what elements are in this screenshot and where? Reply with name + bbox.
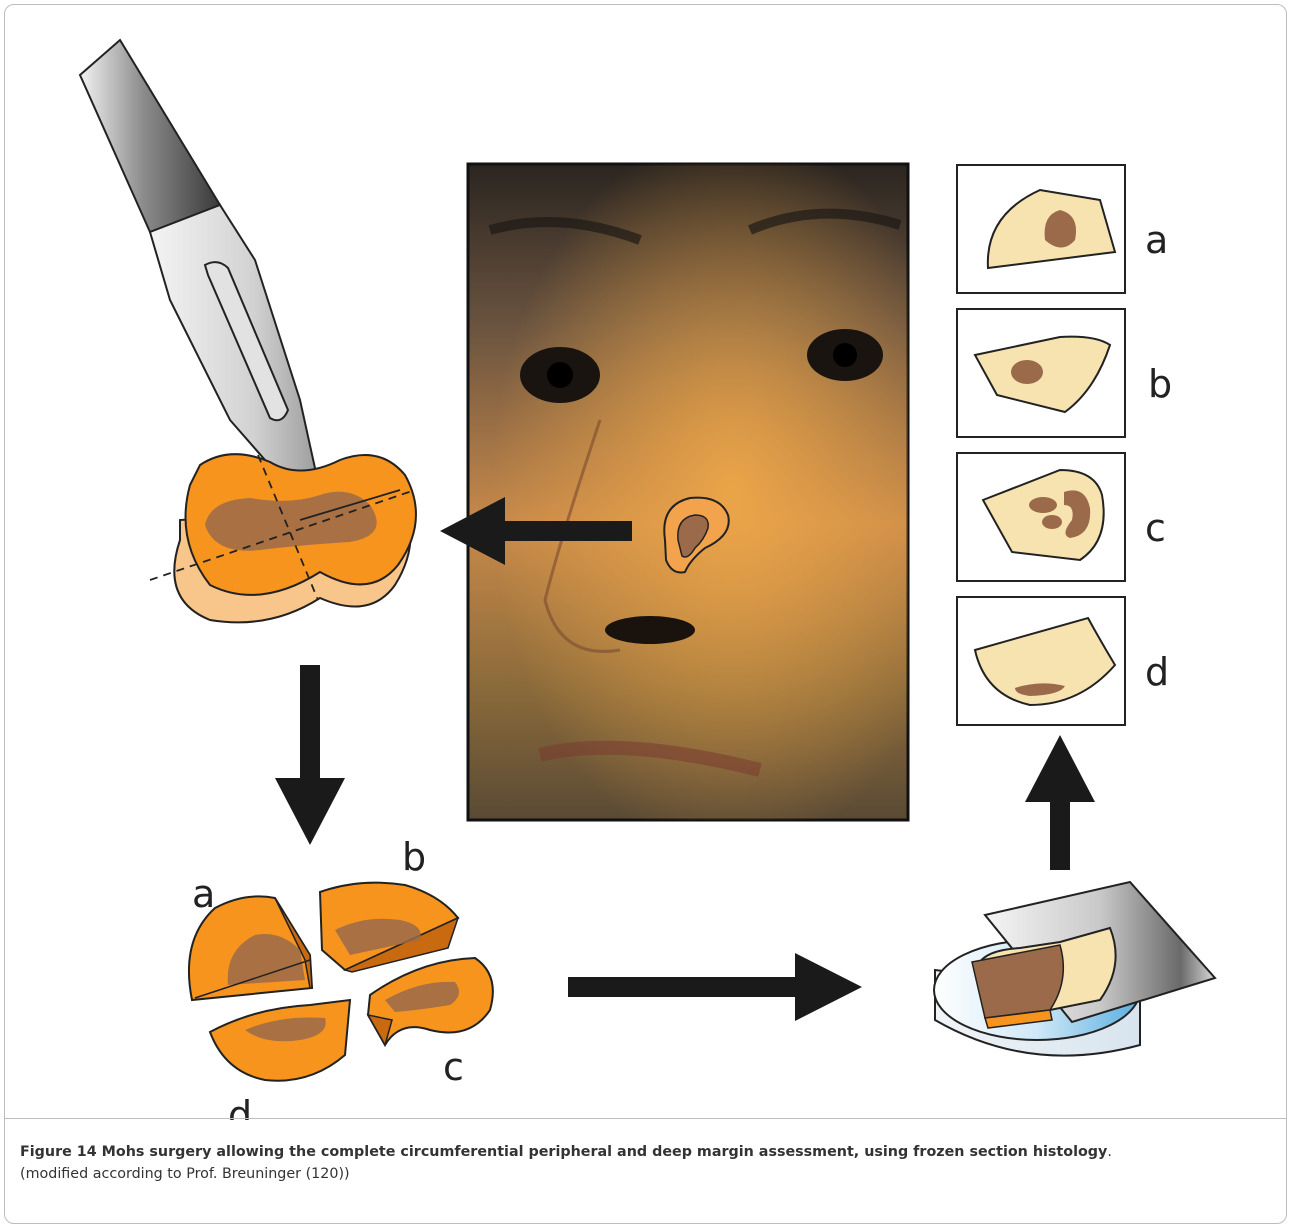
figure-caption: Figure 14 Mohs surgery allowing the comp… xyxy=(20,1141,1270,1185)
arrow-up xyxy=(1025,735,1095,870)
piece-label-b: b xyxy=(402,835,426,879)
piece-d xyxy=(210,1000,350,1081)
piece-b xyxy=(320,883,458,972)
cryostat-section xyxy=(934,882,1215,1056)
section-panel-a xyxy=(957,165,1125,293)
section-label-c: c xyxy=(1145,506,1166,550)
caption-title-end: . xyxy=(1107,1144,1112,1160)
section-label-d: d xyxy=(1145,650,1169,694)
section-panel-c xyxy=(957,453,1125,581)
piece-label-c: c xyxy=(443,1045,464,1089)
piece-label-a: a xyxy=(192,872,215,916)
section-label-b: b xyxy=(1148,362,1172,406)
caption-source: (modified according to Prof. Breuninger … xyxy=(20,1163,1270,1185)
arrow-right xyxy=(568,953,862,1021)
piece-label-d: d xyxy=(228,1093,252,1120)
arrow-down xyxy=(275,665,345,845)
section-panel-d xyxy=(957,597,1125,725)
patient-face-photo xyxy=(468,164,908,820)
section-panel-b xyxy=(957,309,1125,437)
section-label-a: a xyxy=(1145,218,1168,262)
piece-c xyxy=(368,958,493,1045)
mohs-diagram: a b c d a b c d xyxy=(0,0,1291,1120)
scalpel-icon xyxy=(80,40,322,503)
excised-tissue xyxy=(150,454,416,622)
caption-title: Figure 14 Mohs surgery allowing the comp… xyxy=(20,1144,1107,1160)
caption-divider xyxy=(4,1118,1287,1119)
